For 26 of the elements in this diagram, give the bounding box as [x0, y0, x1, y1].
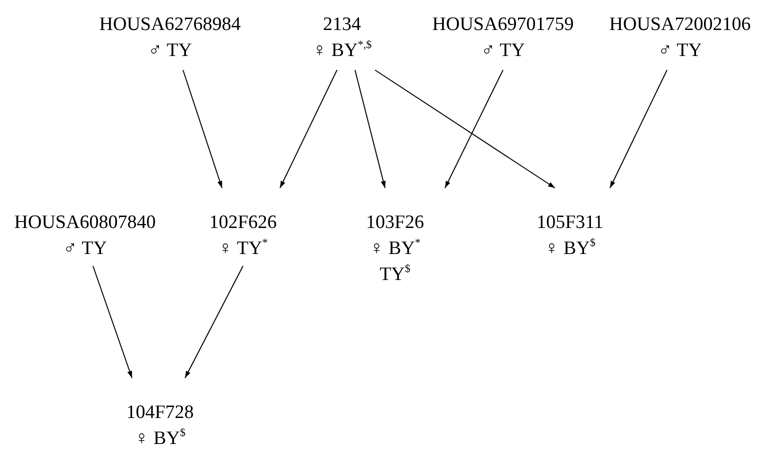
arrow [374, 70, 556, 188]
animal-id: 2134 [322, 13, 362, 37]
arrow [610, 70, 668, 188]
animal-id: HOUSA60807840 [14, 211, 156, 235]
genotype-text: ♂ TY [657, 39, 703, 63]
arrow [182, 70, 222, 188]
animal-id: HOUSA62768984 [99, 13, 241, 37]
animal-id: 105F311 [536, 211, 604, 235]
genotype-text: ♂ TY [480, 39, 526, 63]
genotype-text: ♀ BY$^{*,$}$ [312, 38, 372, 63]
genotype-text: ♀ TY$^{*}$ [217, 236, 269, 261]
genotype-text: ♀ BY$^{*}$ TY$^{$}$ [368, 236, 422, 287]
genotype-text: ♀ BY$^{$}$ [544, 236, 596, 261]
animal-id: 102F626 [209, 211, 277, 235]
genotype-text: ♂ TY [62, 237, 108, 261]
arrow [92, 266, 132, 378]
animal-id: HOUSA72002106 [609, 13, 751, 37]
arrow [280, 70, 338, 188]
arrow [354, 70, 386, 188]
animal-id: HOUSA69701759 [432, 13, 574, 37]
animal-id: 103F26 [364, 211, 426, 235]
genotype-text: ♂ TY [147, 39, 193, 63]
arrow [184, 266, 244, 378]
arrow [444, 70, 504, 188]
animal-id: 104F728 [126, 401, 194, 425]
genotype-text: ♀ BY$^{$}$ [134, 426, 186, 451]
